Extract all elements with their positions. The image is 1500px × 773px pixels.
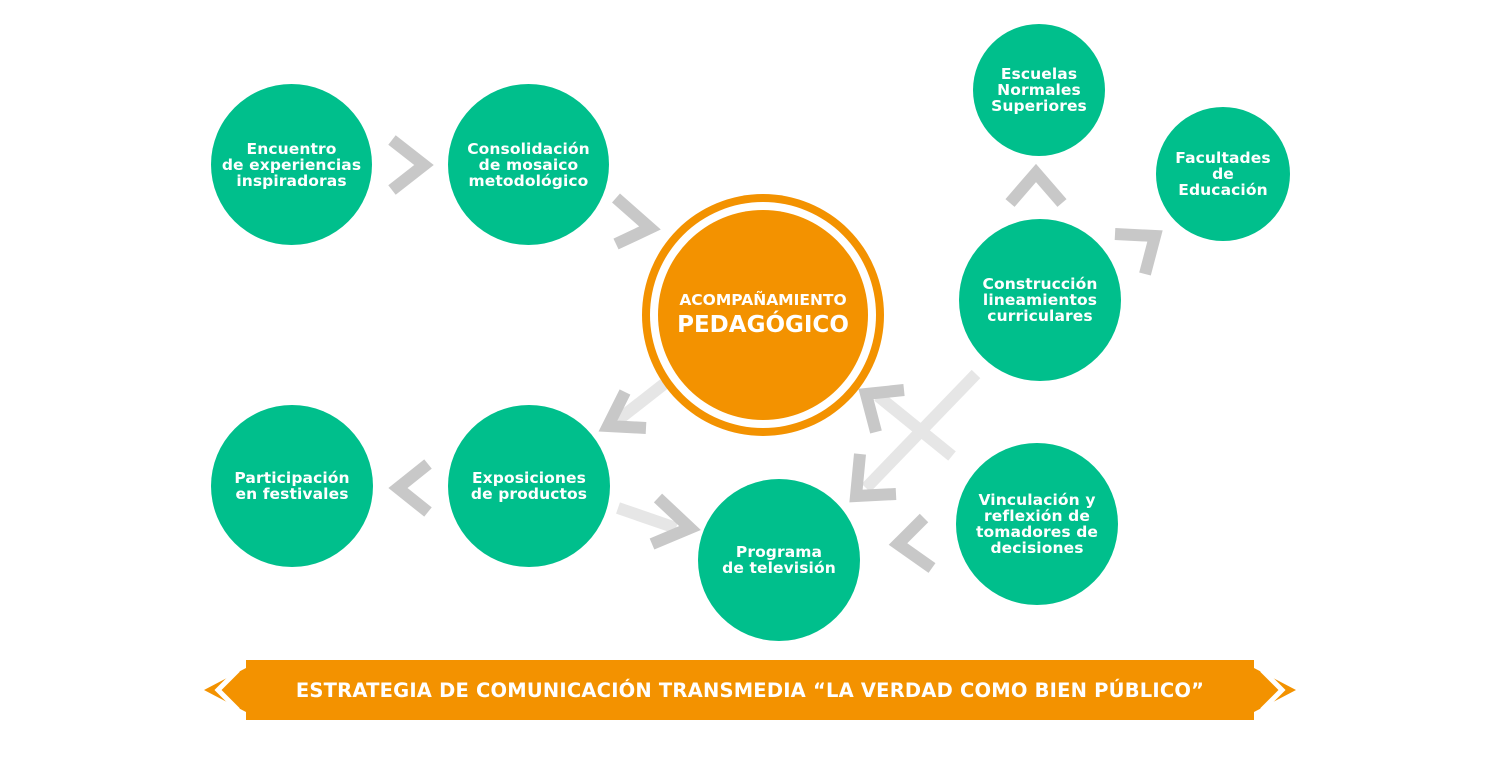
node-escuelas-label: Escuelas Normales Superiores bbox=[991, 65, 1087, 115]
node-escuelas: Escuelas Normales Superiores bbox=[973, 24, 1105, 156]
node-exposiciones: Exposiciones de productos bbox=[448, 405, 610, 567]
banner-shape bbox=[204, 660, 1296, 720]
node-exposiciones-label: Exposiciones de productos bbox=[470, 469, 588, 503]
banner-right-chevron-icon bbox=[1260, 668, 1286, 712]
banner-left-chevron-icon bbox=[214, 668, 240, 712]
node-participacion-label: Participación en festivales bbox=[234, 469, 350, 503]
chevron-left-icon bbox=[888, 513, 936, 573]
node-consolidacion: Consolidación de mosaico metodológico bbox=[448, 84, 609, 245]
center-title-line1: ACOMPAÑAMIENTO bbox=[679, 291, 847, 309]
arrow-shaft bbox=[614, 379, 668, 425]
node-consolidacion-label: Consolidación de mosaico metodológico bbox=[467, 139, 590, 190]
node-construccion: Construcción lineamientos curriculares bbox=[959, 219, 1121, 381]
node-vinculacion-label: Vinculación y reflexión de tomadores de … bbox=[976, 491, 1098, 557]
node-encuentro-label: Encuentro de experiencias inspiradoras bbox=[221, 139, 362, 190]
arrow-head-icon bbox=[858, 384, 905, 434]
chevron-left-icon bbox=[388, 459, 432, 517]
arrow-head-icon bbox=[649, 493, 701, 550]
center-title-line2: PEDAGÓGICO bbox=[677, 312, 849, 338]
arrow-head-icon bbox=[849, 453, 897, 503]
chevron-up-right-icon bbox=[1114, 228, 1163, 276]
banner-title: ESTRATEGIA DE COMUNICACIÓN TRANSMEDIA “L… bbox=[295, 678, 1205, 702]
arrow-shaft bbox=[616, 502, 678, 534]
chevron-up-icon bbox=[1005, 163, 1067, 207]
node-construccion-label: Construcción lineamientos curriculares bbox=[982, 275, 1098, 325]
node-encuentro: Encuentro de experiencias inspiradoras bbox=[211, 84, 372, 245]
node-programa-label: Programa de televisión bbox=[722, 543, 836, 577]
center-node-acompanamiento: ACOMPAÑAMIENTO PEDAGÓGICO bbox=[658, 210, 868, 420]
node-facultades-label: Facultades de Educación bbox=[1175, 149, 1271, 199]
chevron-right-icon bbox=[388, 135, 434, 195]
node-programa: Programa de televisión bbox=[698, 479, 860, 641]
chevron-down-right-icon bbox=[612, 193, 661, 250]
arrow-head-icon bbox=[598, 389, 647, 434]
node-participacion: Participación en festivales bbox=[211, 405, 373, 567]
node-facultades: Facultades de Educación bbox=[1156, 107, 1290, 241]
arrow-shaft bbox=[874, 391, 956, 461]
node-vinculacion: Vinculación y reflexión de tomadores de … bbox=[956, 443, 1118, 605]
